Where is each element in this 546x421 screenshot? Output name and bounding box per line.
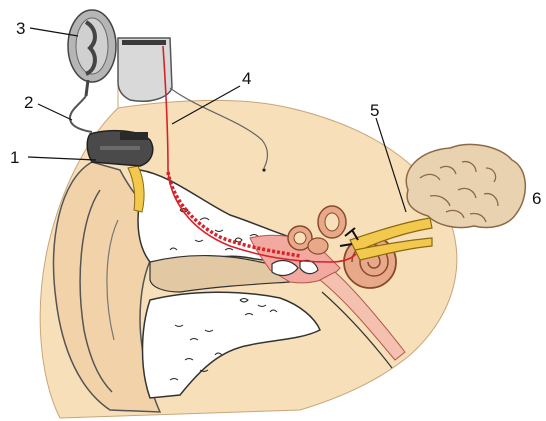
label-1: 1 — [10, 148, 19, 167]
label-3: 3 — [16, 19, 25, 38]
coil-cable — [70, 96, 92, 132]
leader-2 — [38, 104, 72, 120]
speech-processor — [87, 131, 153, 166]
label-5: 5 — [370, 101, 379, 120]
label-4: 4 — [242, 69, 251, 88]
transmitter-coil — [68, 10, 116, 96]
brain — [406, 144, 525, 227]
label-2: 2 — [24, 93, 33, 112]
ground-electrode-tip — [262, 168, 265, 171]
label-6: 6 — [532, 189, 541, 208]
